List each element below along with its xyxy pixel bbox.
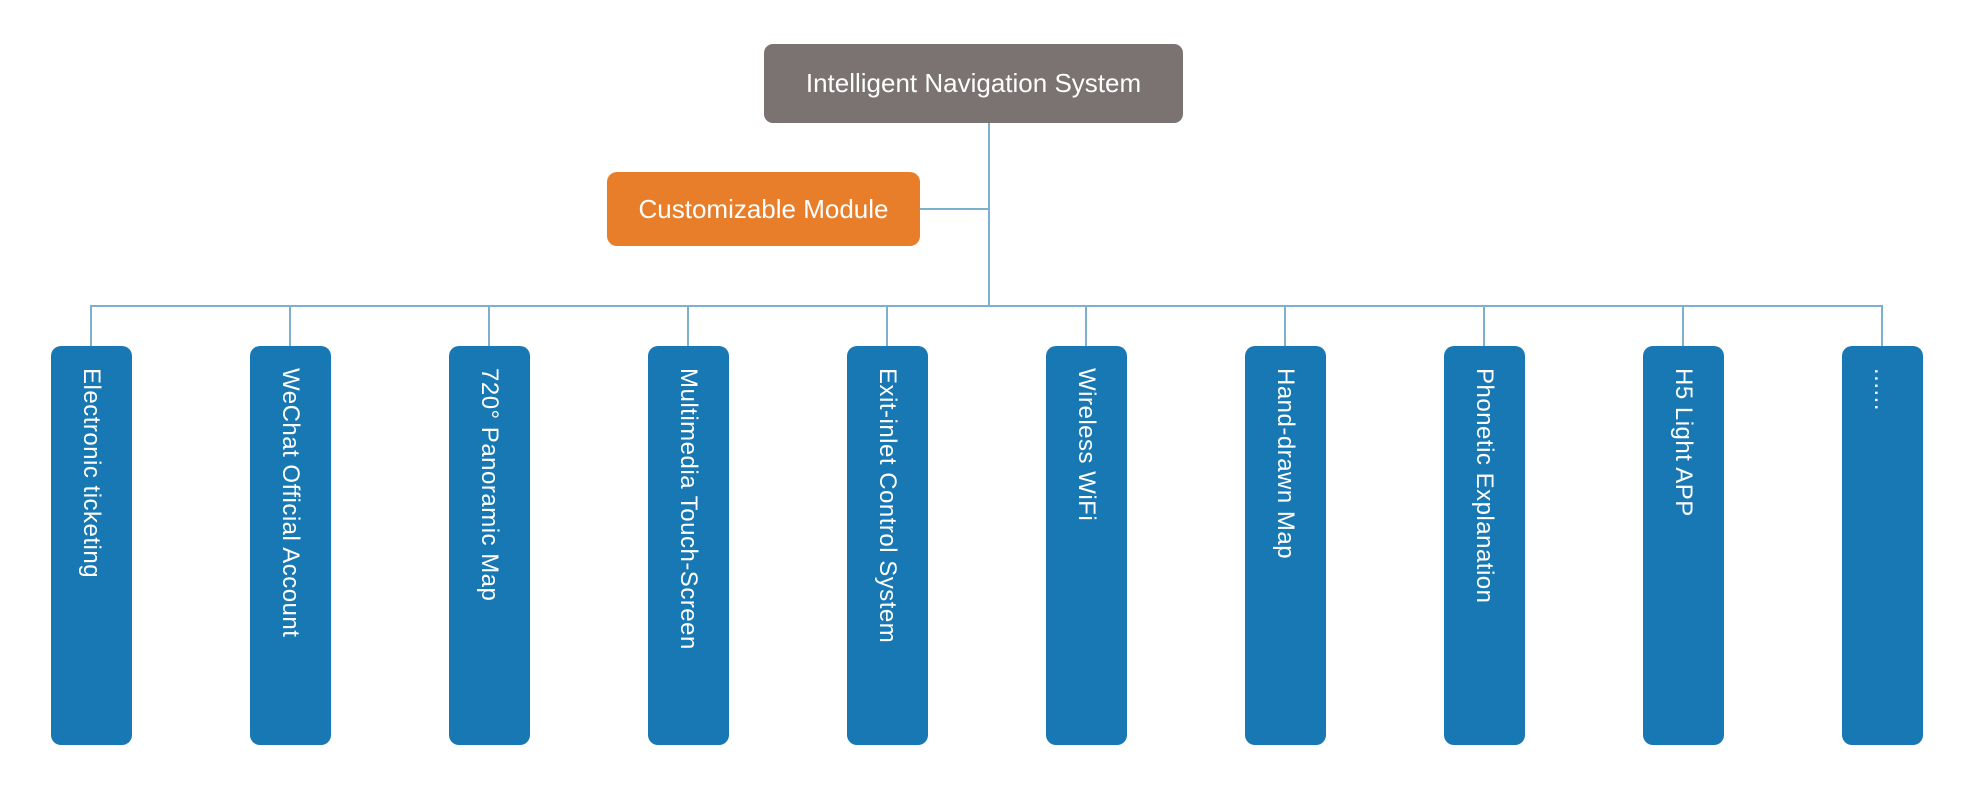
tree-node-label: Wireless WiFi bbox=[1073, 368, 1100, 522]
tree-node: H5 Light APP bbox=[1642, 346, 1724, 745]
tree-node-label: Electronic ticketing bbox=[78, 368, 105, 579]
tree-node: ...... bbox=[1841, 346, 1923, 745]
connector-stub bbox=[1881, 305, 1883, 347]
tree-node-label: Multimedia Touch-Screen bbox=[675, 368, 702, 650]
tree-node-label: Exit-inlet Control System bbox=[874, 368, 901, 644]
tree-node-label: H5 Light APP bbox=[1670, 368, 1697, 517]
tree-node: Hand-drawn Map bbox=[1244, 346, 1326, 745]
connector-stub bbox=[289, 305, 291, 347]
tree-node-label: Phonetic Explanation bbox=[1471, 368, 1498, 604]
connector-trunk bbox=[988, 123, 990, 307]
root-node: Intelligent Navigation System bbox=[764, 44, 1183, 123]
tree-node: Wireless WiFi bbox=[1045, 346, 1127, 745]
connector-stub bbox=[687, 305, 689, 347]
connector-stub bbox=[886, 305, 888, 347]
connector-stub bbox=[90, 305, 92, 347]
tree-node-label: Hand-drawn Map bbox=[1272, 368, 1299, 560]
tree-node: WeChat Official Account bbox=[249, 346, 331, 745]
tree-node-label: WeChat Official Account bbox=[277, 368, 304, 638]
root-node-label: Intelligent Navigation System bbox=[805, 68, 1142, 98]
connector-stub bbox=[1085, 305, 1087, 347]
side-node-customizable-module: Customizable Module bbox=[607, 172, 920, 246]
tree-node: Exit-inlet Control System bbox=[846, 346, 928, 745]
tree-node: 720° Panoramic Map bbox=[448, 346, 530, 745]
side-node-label: Customizable Module bbox=[638, 193, 889, 224]
connector-stub bbox=[1284, 305, 1286, 347]
tree-node-label: ...... bbox=[1869, 368, 1896, 412]
connector-stub bbox=[1682, 305, 1684, 347]
tree-node: Multimedia Touch-Screen bbox=[647, 346, 729, 745]
connector-stub bbox=[1483, 305, 1485, 347]
connector-stub bbox=[488, 305, 490, 347]
connector-bus bbox=[90, 305, 1883, 307]
tree-node-label: 720° Panoramic Map bbox=[476, 368, 503, 602]
tree-node: Electronic ticketing bbox=[50, 346, 132, 745]
tree-node: Phonetic Explanation bbox=[1443, 346, 1525, 745]
connector-side-link bbox=[920, 208, 989, 210]
